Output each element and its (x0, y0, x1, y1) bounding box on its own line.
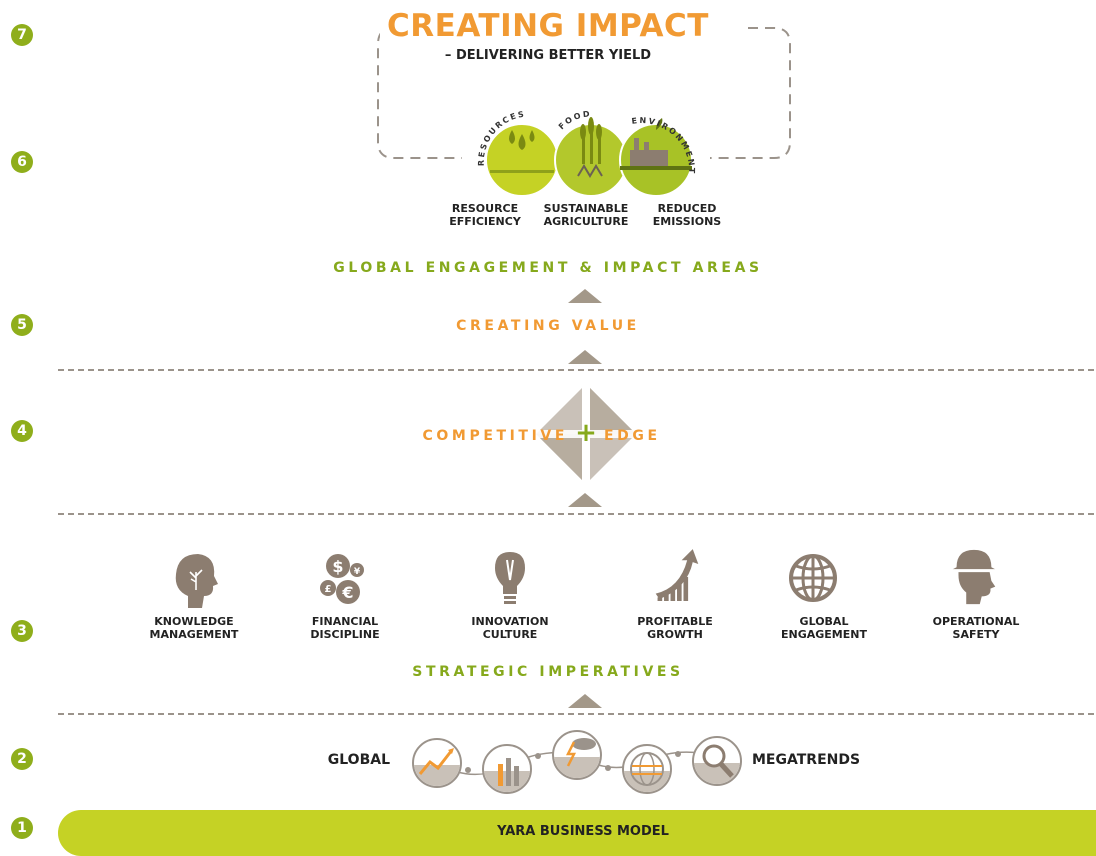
water-drops-icon (490, 130, 554, 173)
step-number-2: 2 (11, 748, 33, 770)
imperative-line1: PROFITABLE (637, 615, 713, 628)
imperative-line2: CULTURE (482, 628, 538, 641)
imperative-global-engagement: GLOBAL ENGAGEMENT (764, 615, 884, 641)
imperative-operational-safety: OPERATIONAL SAFETY (916, 615, 1036, 641)
megatrends-right-label: MEGATRENDS (752, 752, 861, 768)
svg-text:£: £ (325, 584, 332, 595)
area-line1: SUSTAINABLE (543, 202, 629, 215)
up-arrow (568, 493, 602, 507)
area-line2: EFFICIENCY (449, 215, 521, 228)
imperative-knowledge-management: KNOWLEDGE MANAGEMENT (128, 615, 260, 641)
imperative-line2: MANAGEMENT (149, 628, 239, 641)
megatrend-research-icon (692, 736, 742, 786)
megatrend-population-icon (412, 738, 462, 788)
competitive-edge-diamond (534, 382, 638, 486)
up-arrow (568, 289, 602, 303)
svg-text:$: $ (332, 557, 343, 576)
global-engagement-label: GLOBAL ENGAGEMENT & IMPACT AREAS (333, 260, 763, 276)
divider-line (58, 713, 1094, 715)
area-reduced-emissions: REDUCED EMISSIONS (642, 202, 732, 228)
up-arrow (568, 350, 602, 364)
creating-value-label: CREATING VALUE (456, 318, 640, 334)
area-line1: REDUCED (657, 202, 717, 215)
edge-label: EDGE (604, 428, 661, 444)
globe-icon (789, 554, 837, 602)
step-number-6: 6 (11, 151, 33, 173)
divider-line (58, 513, 1094, 515)
imperative-line2: SAFETY (952, 628, 1000, 641)
imperative-line1: OPERATIONAL (932, 615, 1020, 628)
imperative-financial-discipline: FINANCIAL DISCIPLINE (290, 615, 400, 641)
business-model-bar: YARA BUSINESS MODEL (58, 810, 1096, 856)
area-resource-efficiency: RESOURCE EFFICIENCY (440, 202, 530, 228)
impact-subtitle: – DELIVERING BETTER YIELD (444, 48, 652, 63)
imperative-line1: INNOVATION (471, 615, 549, 628)
divider-line (58, 369, 1094, 371)
strategic-imperatives-label: STRATEGIC IMPERATIVES (412, 664, 684, 680)
head-tree-icon (175, 554, 218, 608)
megatrend-urbanization-icon (482, 744, 532, 794)
up-arrow (568, 694, 602, 708)
step-number-7: 7 (11, 24, 33, 46)
growth-chart-icon (655, 549, 699, 601)
lightbulb-icon (495, 552, 525, 604)
imperative-line2: ENGAGEMENT (781, 628, 867, 641)
step-number-3: 3 (11, 620, 33, 642)
imperative-line1: KNOWLEDGE (154, 615, 234, 628)
svg-text:¥: ¥ (354, 567, 361, 577)
imperative-line1: FINANCIAL (311, 615, 379, 628)
step-number-5: 5 (11, 314, 33, 336)
imperative-innovation-culture: INNOVATION CULTURE (455, 615, 565, 641)
impact-title: CREATING IMPACT (380, 8, 716, 44)
megatrend-climate-icon (552, 730, 602, 780)
megatrend-globe-trade-icon (622, 744, 672, 794)
area-line1: RESOURCE (451, 202, 519, 215)
business-model-label: YARA BUSINESS MODEL (497, 824, 669, 839)
megatrends-left-label: GLOBAL (327, 752, 390, 768)
competitive-label: COMPETITIVE (422, 428, 568, 444)
area-line2: AGRICULTURE (543, 215, 629, 228)
area-line2: EMISSIONS (652, 215, 722, 228)
impact-circles: RESOURCES FOOD ENVIRONMENT (477, 109, 694, 197)
plus-icon: + (575, 418, 597, 448)
step-number-4: 4 (11, 420, 33, 442)
currency-coins-icon: $ ¥ £ € (320, 554, 364, 604)
crops-icon (577, 117, 603, 178)
imperative-profitable-growth: PROFITABLE GROWTH (620, 615, 730, 641)
imperative-line1: GLOBAL (799, 615, 849, 628)
imperative-line2: GROWTH (647, 628, 703, 641)
svg-text:€: € (341, 583, 353, 602)
imperative-line2: DISCIPLINE (310, 628, 380, 641)
hardhat-head-icon (952, 549, 996, 605)
area-sustainable-agriculture: SUSTAINABLE AGRICULTURE (536, 202, 636, 228)
step-number-1: 1 (11, 817, 33, 839)
factory-icon (620, 118, 692, 170)
